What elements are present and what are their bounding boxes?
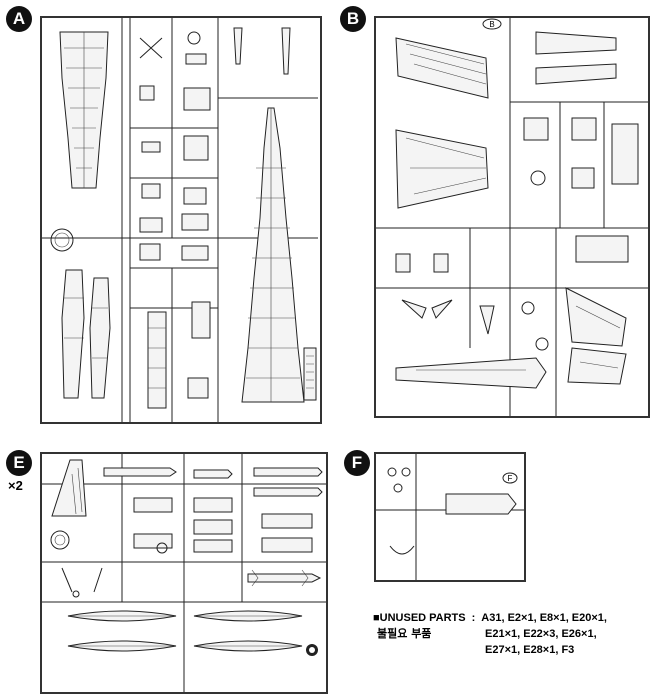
frame-b-badge: B — [340, 6, 366, 32]
unused-parts-line-3: E27×1, E28×1, F3 — [485, 644, 575, 656]
frame-e-multiplier: ×2 — [8, 478, 23, 493]
unused-parts-title: ■UNUSED PARTS — [373, 612, 466, 624]
frame-f: F — [374, 452, 526, 582]
frame-a-parts — [42, 18, 318, 422]
unused-parts-title-ko: 불필요 부품 — [377, 627, 432, 640]
frame-f-tag-label: F — [508, 474, 513, 483]
unused-parts-separator: : — [471, 612, 476, 624]
frame-e-badge: E — [6, 450, 32, 476]
frame-f-badge: F — [344, 450, 370, 476]
frame-b: B — [374, 16, 650, 418]
frame-a — [40, 16, 322, 424]
frame-f-tag — [502, 472, 518, 484]
unused-parts-line-1: A31, E2×1, E8×1, E20×1, — [481, 612, 607, 624]
frame-e-parts — [42, 454, 326, 692]
frame-b-parts: B — [376, 18, 648, 416]
frame-a-badge: A — [6, 6, 32, 32]
frame-f-parts: F — [376, 454, 524, 580]
unused-parts-note: ■UNUSED PARTS : A31, E2×1, E8×1, E20×1, … — [373, 610, 655, 658]
unused-parts-line-2: E21×1, E22×3, E26×1, — [485, 628, 597, 640]
frame-e — [40, 452, 328, 694]
frame-b-tag — [482, 18, 502, 30]
frame-b-tag-label: B — [489, 20, 494, 29]
